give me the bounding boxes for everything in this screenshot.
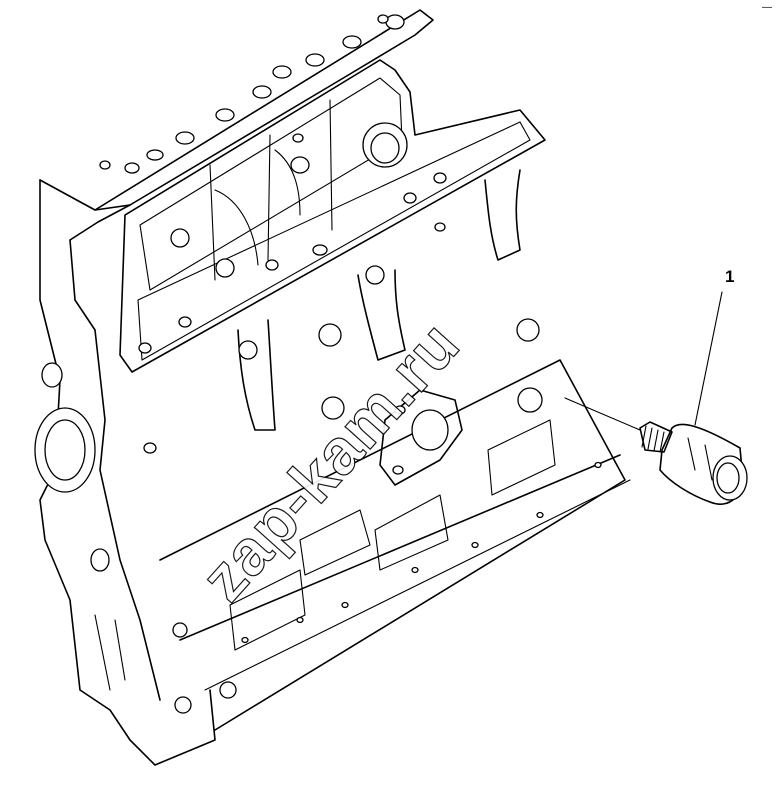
assembly-axis-line bbox=[564, 397, 641, 431]
upper-bolt-holes bbox=[99, 14, 447, 354]
callout-label: 1 bbox=[725, 267, 734, 286]
engine-block bbox=[34, 9, 631, 766]
corner-mark: — bbox=[762, 2, 772, 13]
lower-rail-holes bbox=[172, 461, 602, 714]
mounting-pad bbox=[379, 389, 463, 486]
callout-1: 1 bbox=[694, 267, 734, 426]
block-top-flange bbox=[39, 9, 434, 241]
side-cover-frame bbox=[119, 59, 546, 373]
block-lower-rail bbox=[159, 359, 626, 731]
part-1-plug bbox=[564, 397, 748, 505]
watermark: zap-kam.ru bbox=[187, 308, 473, 615]
leader-line bbox=[694, 291, 723, 426]
